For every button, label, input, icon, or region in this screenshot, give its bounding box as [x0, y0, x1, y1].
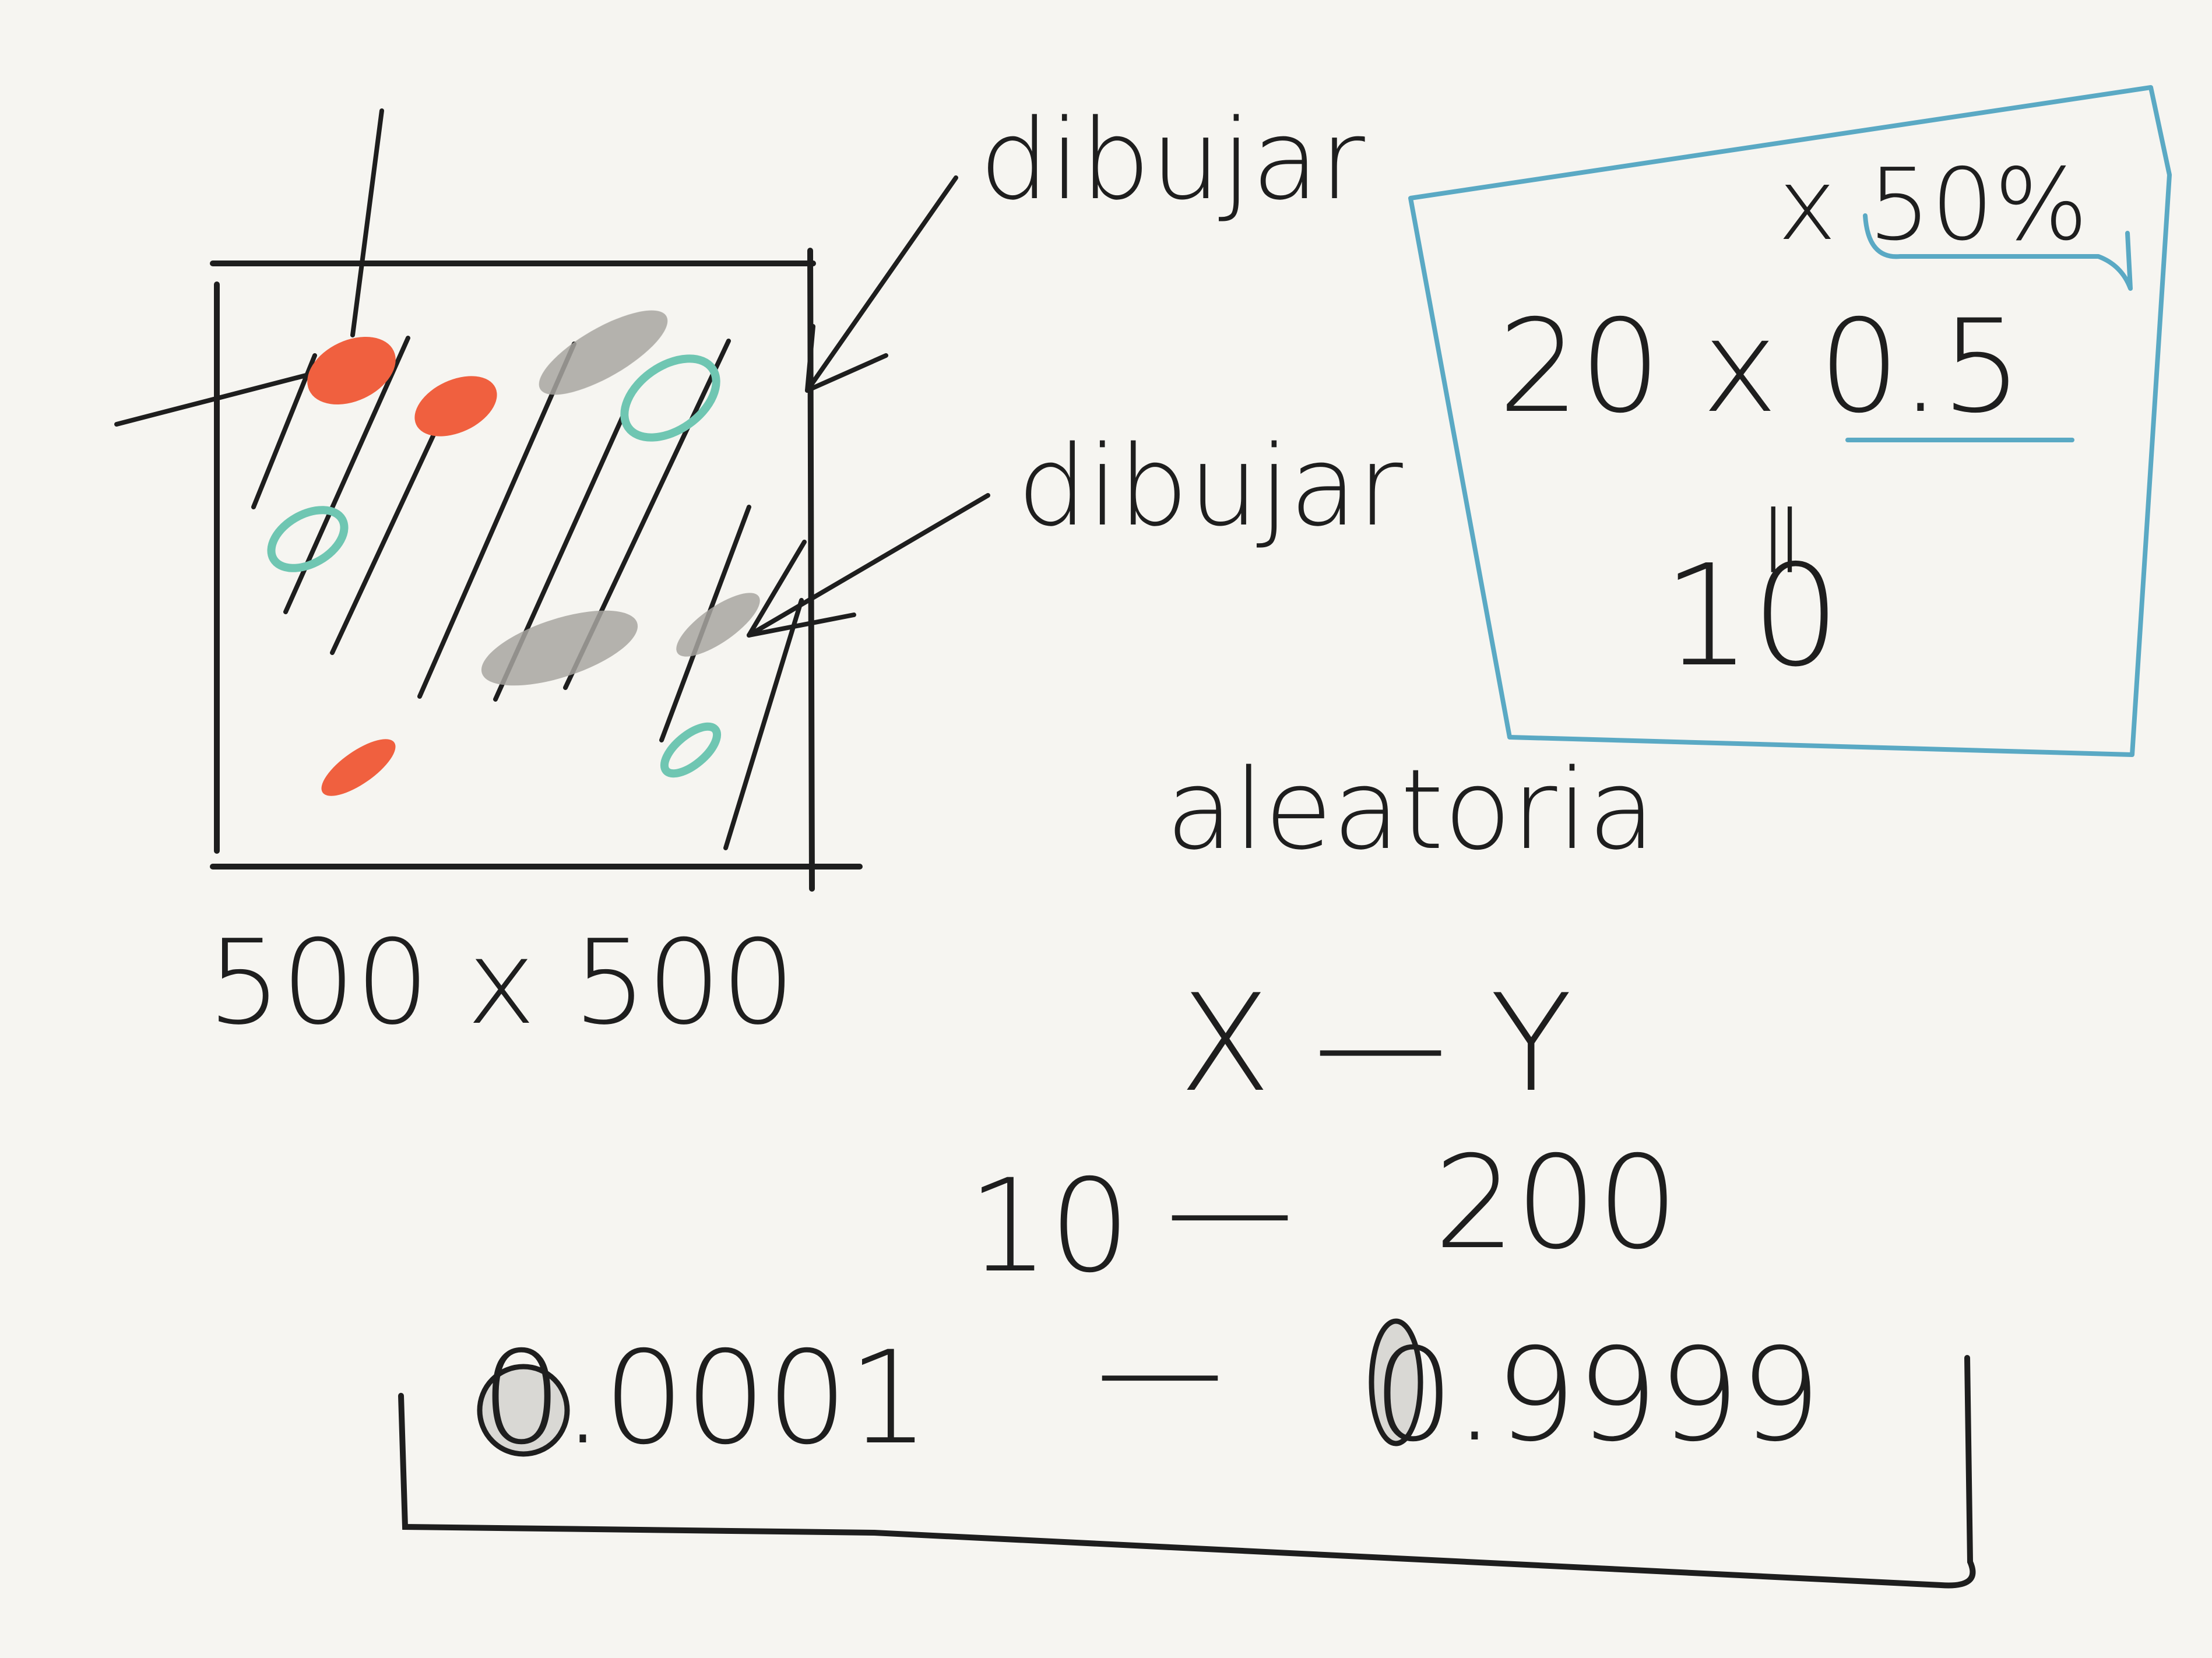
value-min-marker	[477, 1364, 570, 1457]
scale-result: 10	[1662, 534, 1840, 698]
canvas-size-label: 500 x 500	[208, 915, 796, 1051]
scale-box: x 50% 20 x 0.5 = 10	[1408, 85, 2172, 757]
teal-circles	[267, 354, 722, 778]
canvas-sketch: 500 x 500	[114, 108, 863, 1051]
percent-bracket	[1863, 213, 2133, 291]
teal-circle	[660, 722, 722, 778]
arrow-draw-top: dibujar	[805, 96, 1365, 393]
scale-equals: =	[1724, 495, 1845, 583]
gray-circle	[481, 610, 638, 686]
gray-circle	[539, 310, 668, 395]
arrow-draw-middle: dibujar	[747, 422, 1403, 638]
random-title: aleatoria	[1166, 745, 1656, 874]
value-range-bracket	[398, 1355, 1976, 1589]
red-circle	[321, 739, 396, 796]
scale-formula: 20 x 0.5	[1498, 292, 2023, 441]
value-range-min: 0.0001	[481, 1323, 930, 1473]
pointer-line-vertical	[350, 108, 384, 337]
gray-circle	[676, 593, 760, 657]
teal-circle	[620, 354, 720, 442]
pointer-line-horizontal	[114, 368, 329, 427]
value-max-marker	[1369, 1318, 1423, 1446]
random-section: aleatoria X — Y 10 — 200 0.0001 — 0.9999	[398, 745, 1976, 1589]
draw-label-top: dibujar	[979, 96, 1365, 224]
scale-percent: x 50%	[1778, 147, 2088, 263]
teal-circle	[267, 506, 349, 572]
draw-label-middle: dibujar	[1017, 422, 1403, 551]
coords-label: X — Y	[1179, 966, 1572, 1122]
scale-box-border	[1408, 85, 2172, 757]
value-range-max: 0.9999	[1373, 1321, 1821, 1470]
size-range-min: 10	[968, 1152, 1131, 1301]
size-range-max: 200	[1434, 1128, 1679, 1277]
value-range-dash: —	[1096, 1294, 1224, 1444]
gray-circles	[481, 310, 760, 686]
red-circles	[307, 336, 497, 796]
red-circle	[307, 336, 396, 405]
red-circle	[414, 376, 497, 436]
size-range-dash: —	[1166, 1134, 1294, 1283]
